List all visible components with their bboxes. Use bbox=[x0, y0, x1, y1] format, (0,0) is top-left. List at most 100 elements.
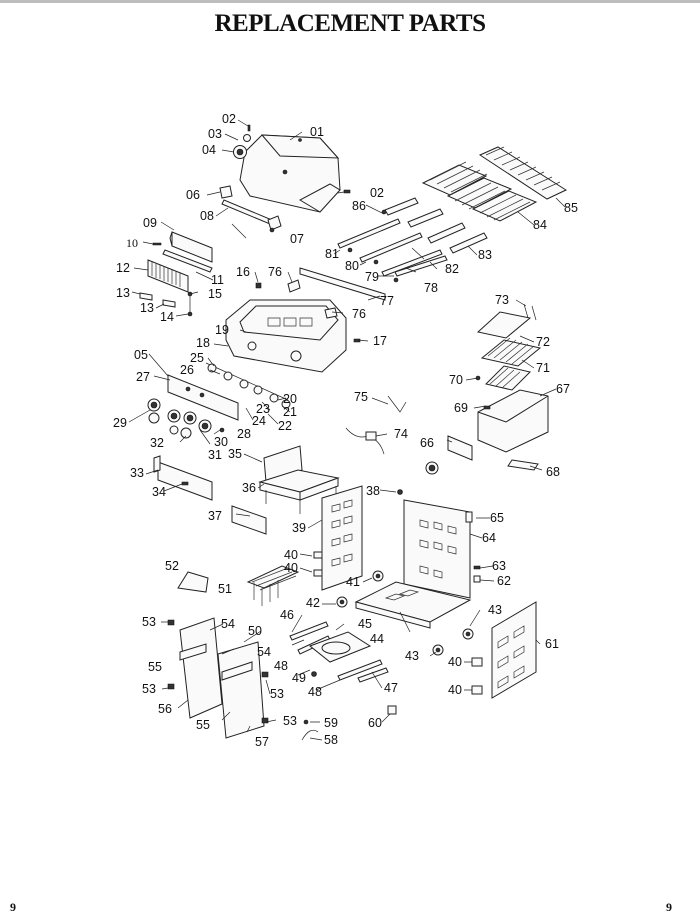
doors bbox=[167, 617, 397, 741]
part-label-17: 17 bbox=[373, 334, 387, 348]
part-label-45: 45 bbox=[358, 617, 372, 631]
part-label-75: 75 bbox=[354, 390, 368, 404]
part-label-53: 53 bbox=[283, 714, 297, 728]
hood-assembly bbox=[219, 124, 351, 233]
part-label-43: 43 bbox=[488, 603, 502, 617]
part-label-41: 41 bbox=[346, 575, 360, 589]
part-label-57: 57 bbox=[255, 735, 269, 749]
side-burner bbox=[345, 303, 549, 475]
part-label-72: 72 bbox=[536, 335, 550, 349]
part-label-22: 22 bbox=[278, 419, 292, 433]
part-label-68: 68 bbox=[546, 465, 560, 479]
part-label-77: 77 bbox=[380, 294, 394, 308]
part-label-44: 44 bbox=[370, 632, 384, 646]
part-label-70: 70 bbox=[449, 373, 463, 387]
part-label-40: 40 bbox=[284, 548, 298, 562]
drawer-and-tank-parts bbox=[177, 565, 389, 683]
part-label-20: 20 bbox=[283, 392, 297, 406]
part-label-51: 51 bbox=[218, 582, 232, 596]
part-label-27: 27 bbox=[136, 370, 150, 384]
part-label-48: 48 bbox=[274, 659, 288, 673]
part-label-02: 02 bbox=[222, 112, 236, 126]
part-label-61: 61 bbox=[545, 637, 559, 651]
part-label-62: 62 bbox=[497, 574, 511, 588]
part-label-19: 19 bbox=[215, 323, 229, 337]
part-label-69: 69 bbox=[454, 401, 468, 415]
top-rule bbox=[0, 0, 700, 3]
part-label-54: 54 bbox=[257, 645, 271, 659]
part-label-48: 48 bbox=[308, 685, 322, 699]
part-label-07: 07 bbox=[290, 232, 304, 246]
part-label-43: 43 bbox=[405, 649, 419, 663]
page-title: REPLACEMENT PARTS bbox=[214, 10, 486, 37]
part-label-81: 81 bbox=[325, 247, 339, 261]
part-label-56: 56 bbox=[158, 702, 172, 716]
part-label-65: 65 bbox=[490, 511, 504, 525]
page-number-left: 9 bbox=[10, 900, 16, 914]
part-label-10: 10 bbox=[126, 236, 138, 250]
part-label-18: 18 bbox=[196, 336, 210, 350]
part-label-74: 74 bbox=[394, 427, 408, 441]
part-label-02: 02 bbox=[370, 186, 384, 200]
part-label-85: 85 bbox=[564, 201, 578, 215]
part-label-53: 53 bbox=[270, 687, 284, 701]
part-label-42: 42 bbox=[306, 596, 320, 610]
part-label-60: 60 bbox=[368, 716, 382, 730]
part-label-79: 79 bbox=[365, 270, 379, 284]
bottom-panel-and-casters bbox=[336, 570, 474, 656]
part-label-05: 05 bbox=[134, 348, 148, 362]
part-label-52: 52 bbox=[165, 559, 179, 573]
part-label-53: 53 bbox=[142, 682, 156, 696]
part-label-67: 67 bbox=[556, 382, 570, 396]
control-panel bbox=[147, 362, 291, 439]
part-label-26: 26 bbox=[180, 363, 194, 377]
part-label-40: 40 bbox=[284, 561, 298, 575]
part-label-40: 40 bbox=[448, 683, 462, 697]
part-label-23: 23 bbox=[256, 402, 270, 416]
part-label-16: 16 bbox=[236, 265, 250, 279]
part-label-47: 47 bbox=[384, 681, 398, 695]
part-label-35: 35 bbox=[228, 447, 242, 461]
part-label-71: 71 bbox=[536, 361, 550, 375]
part-label-08: 08 bbox=[200, 209, 214, 223]
part-label-24: 24 bbox=[252, 414, 266, 428]
part-label-58: 58 bbox=[324, 733, 338, 747]
part-label-14: 14 bbox=[160, 310, 174, 324]
part-label-86: 86 bbox=[352, 199, 366, 213]
control-components-left bbox=[139, 231, 213, 317]
part-label-32: 32 bbox=[150, 436, 164, 450]
part-label-55: 55 bbox=[148, 660, 162, 674]
burner-assemblies bbox=[337, 197, 488, 283]
part-label-55: 55 bbox=[196, 718, 210, 732]
part-label-25: 25 bbox=[190, 351, 204, 365]
part-label-66: 66 bbox=[420, 436, 434, 450]
part-label-53: 53 bbox=[142, 615, 156, 629]
part-label-59: 59 bbox=[324, 716, 338, 730]
part-label-30: 30 bbox=[214, 435, 228, 449]
part-label-33: 33 bbox=[130, 466, 144, 480]
part-label-78: 78 bbox=[424, 281, 438, 295]
cooking-grids bbox=[421, 146, 568, 222]
cart-side-panels bbox=[313, 485, 481, 599]
part-label-36: 36 bbox=[242, 481, 256, 495]
part-label-01: 01 bbox=[310, 125, 324, 139]
part-label-03: 03 bbox=[208, 127, 222, 141]
part-label-13: 13 bbox=[116, 286, 130, 300]
part-label-76: 76 bbox=[268, 265, 282, 279]
part-label-76: 76 bbox=[352, 307, 366, 321]
part-label-34: 34 bbox=[152, 485, 166, 499]
part-label-39: 39 bbox=[292, 521, 306, 535]
part-label-46: 46 bbox=[280, 608, 294, 622]
part-label-82: 82 bbox=[445, 262, 459, 276]
part-label-28: 28 bbox=[237, 427, 251, 441]
page-number-right: 9 bbox=[666, 900, 672, 914]
firebox bbox=[225, 267, 386, 373]
part-label-09: 09 bbox=[143, 216, 157, 230]
part-label-64: 64 bbox=[482, 531, 496, 545]
cart-frame bbox=[153, 445, 340, 535]
part-label-37: 37 bbox=[208, 509, 222, 523]
right-cart-panel bbox=[471, 601, 537, 699]
part-label-29: 29 bbox=[113, 416, 127, 430]
part-label-11: 11 bbox=[211, 273, 224, 287]
